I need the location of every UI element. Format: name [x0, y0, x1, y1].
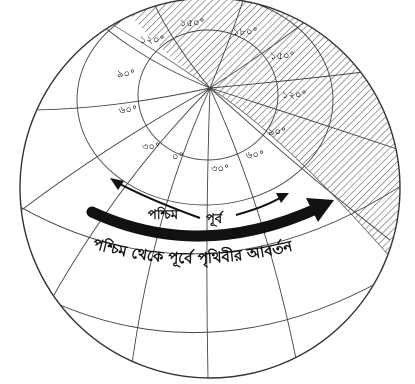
deg-120-left: ১২০° — [140, 35, 165, 46]
east-label: পূর্ব — [206, 210, 224, 228]
deg-60-right: ৬০° — [246, 150, 264, 161]
deg-0: ০° — [172, 152, 184, 163]
deg-30-left: ৩০° — [142, 142, 160, 153]
deg-90-left: ৯০° — [117, 69, 135, 80]
deg-150-right: ১৫০° — [270, 51, 294, 62]
deg-30-right: ৩০° — [211, 164, 229, 175]
deg-90-right: ৯০° — [268, 127, 286, 138]
deg-150: ১৫০° — [180, 18, 204, 29]
deg-120-right: ১২০° — [282, 90, 307, 101]
deg-60-left: ৬০° — [119, 105, 137, 116]
deg-180: ১৮০° — [233, 27, 257, 38]
west-label: পশ্চিম — [148, 206, 179, 223]
